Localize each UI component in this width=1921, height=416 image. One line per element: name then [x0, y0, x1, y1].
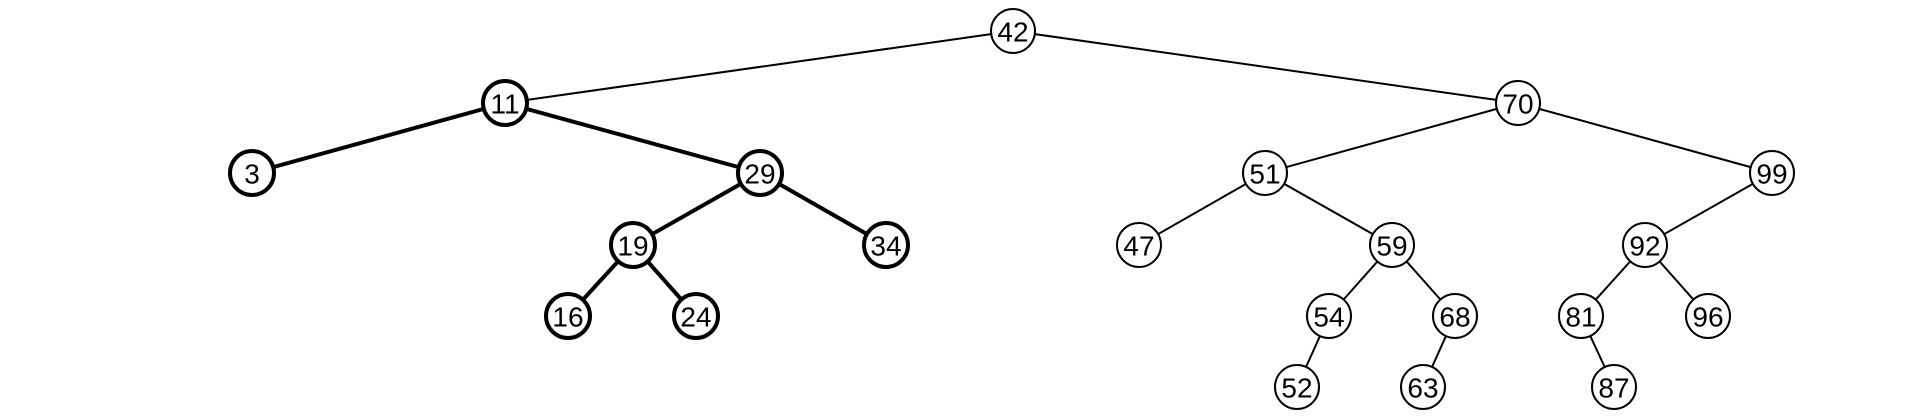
tree-node-34: 34 [862, 221, 910, 269]
node-circle [862, 221, 910, 269]
tree-node-99: 99 [1749, 150, 1795, 196]
edge-99-92 [1644, 172, 1773, 246]
node-circle [1685, 293, 1731, 339]
edge-29-19 [632, 171, 761, 247]
node-circle [1242, 150, 1288, 196]
node-label: 34 [870, 231, 901, 262]
tree-node-52: 52 [1274, 364, 1320, 410]
node-label: 70 [1502, 89, 1533, 120]
node-circle [1558, 293, 1604, 339]
edge-11-3 [251, 101, 506, 175]
tree-node-24: 24 [672, 292, 720, 340]
edge-70-99 [1517, 102, 1773, 174]
node-label: 54 [1313, 302, 1344, 333]
node-label: 16 [552, 302, 583, 333]
node-circle [228, 149, 276, 197]
edge-29-34 [759, 171, 887, 247]
node-circle [1274, 364, 1320, 410]
tree-node-68: 68 [1432, 293, 1478, 339]
node-circle [1432, 293, 1478, 339]
tree-node-92: 92 [1622, 222, 1668, 268]
tree-node-11: 11 [481, 79, 529, 127]
tree-node-63: 63 [1400, 364, 1446, 410]
tree-node-29: 29 [736, 149, 784, 197]
edge-42-11 [504, 30, 1014, 104]
edge-42-70 [1012, 30, 1519, 104]
tree-node-42: 42 [990, 8, 1036, 54]
node-label: 19 [617, 231, 648, 262]
edge-70-51 [1264, 102, 1519, 174]
node-label: 11 [490, 89, 519, 120]
node-circle [1622, 222, 1668, 268]
node-circle [1306, 293, 1352, 339]
node-circle [1749, 150, 1795, 196]
node-label: 96 [1692, 302, 1723, 333]
node-label: 68 [1439, 302, 1470, 333]
tree-node-54: 54 [1306, 293, 1352, 339]
node-circle [1591, 364, 1637, 410]
tree-node-87: 87 [1591, 364, 1637, 410]
tree-node-70: 70 [1495, 80, 1541, 126]
tree-nodes: 42 11 70 3 29 19 34 16 24 51 99 47 59 92 54 68 81 96 52 63 8… [228, 8, 1795, 410]
node-label: 51 [1249, 159, 1280, 190]
node-circle [1116, 222, 1162, 268]
edge-51-47 [1138, 172, 1266, 246]
node-circle [544, 292, 592, 340]
tree-node-51: 51 [1242, 150, 1288, 196]
node-circle [1400, 364, 1446, 410]
node-label: 29 [744, 159, 775, 190]
tree-node-96: 96 [1685, 293, 1731, 339]
node-label: 81 [1565, 302, 1596, 333]
node-label: 92 [1629, 231, 1660, 262]
node-circle [990, 8, 1036, 54]
node-circle [481, 79, 529, 127]
edge-11-29 [504, 101, 761, 175]
node-label: 99 [1756, 159, 1787, 190]
node-circle [609, 221, 657, 269]
node-label: 24 [680, 302, 711, 333]
node-label: 52 [1281, 373, 1312, 404]
tree-node-81: 81 [1558, 293, 1604, 339]
tree-node-3: 3 [228, 149, 276, 197]
node-circle [736, 149, 784, 197]
tree-node-16: 16 [544, 292, 592, 340]
tree-node-59: 59 [1369, 222, 1415, 268]
node-label: 59 [1376, 231, 1407, 262]
node-circle [1495, 80, 1541, 126]
node-label: 3 [244, 159, 260, 190]
node-label: 63 [1407, 373, 1438, 404]
tree-node-47: 47 [1116, 222, 1162, 268]
tree-node-19: 19 [609, 221, 657, 269]
edge-51-59 [1264, 172, 1393, 246]
node-label: 42 [997, 17, 1028, 48]
node-label: 47 [1123, 231, 1154, 262]
node-circle [1369, 222, 1415, 268]
node-circle [672, 292, 720, 340]
node-label: 87 [1598, 373, 1629, 404]
tree-edges [251, 30, 1773, 388]
